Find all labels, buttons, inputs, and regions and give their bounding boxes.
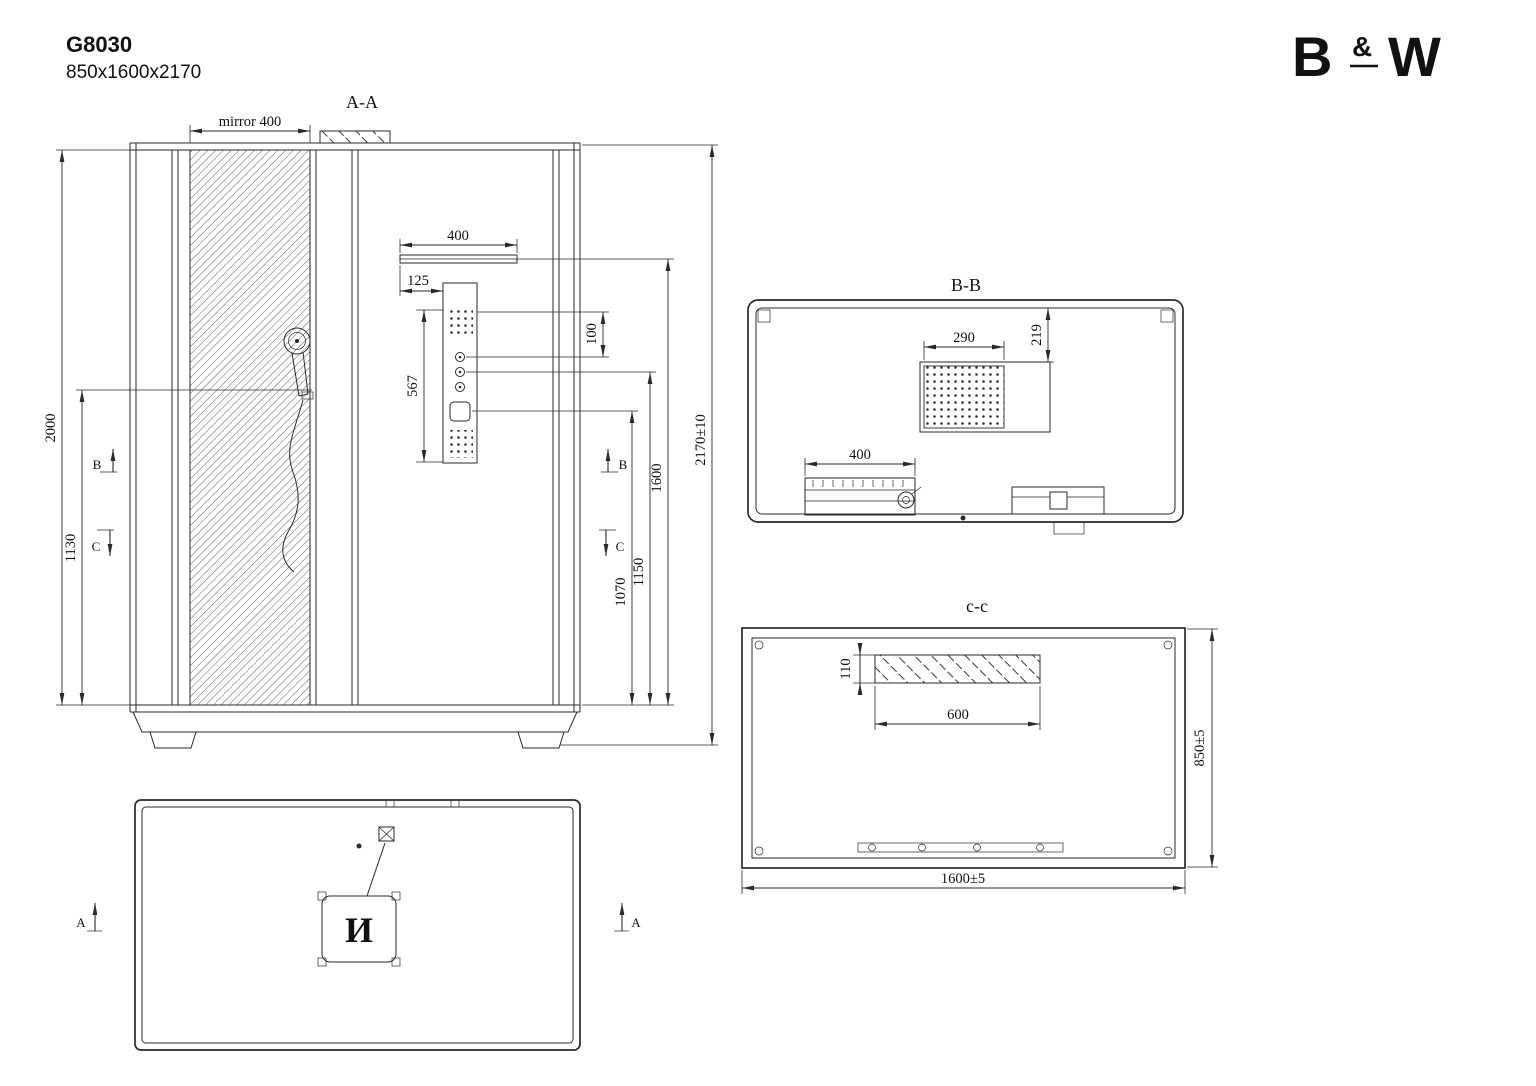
overall-size: 850x1600x2170 xyxy=(66,62,201,83)
dim-1600: 1600 xyxy=(649,464,665,493)
front-section-markers: B C B C xyxy=(92,449,628,556)
section-a-left: A xyxy=(76,915,86,930)
dim-mirror-400: mirror 400 xyxy=(219,114,281,130)
control-knob-3 xyxy=(455,382,465,392)
head-plate xyxy=(919,361,1051,433)
logo-letter-b: B xyxy=(1292,25,1334,88)
bb-structure xyxy=(747,299,1184,535)
cc-dimensions: 110 600 850±5 1600±5 xyxy=(741,628,1218,894)
bb-view-label: B-B xyxy=(951,275,981,295)
front-view-aa: A-A xyxy=(43,92,718,749)
section-a-right: A xyxy=(631,915,641,930)
tray-skirt xyxy=(132,711,578,733)
front-dimensions: mirror 400 400 125 2000 1130 100 567 xyxy=(43,114,718,746)
dim-100: 100 xyxy=(584,323,600,345)
cc-structure xyxy=(741,627,1186,869)
door-roller xyxy=(1053,521,1085,535)
seat xyxy=(804,477,922,516)
hand-shower xyxy=(282,327,314,573)
bb-dimensions: 290 219 400 xyxy=(804,307,1054,476)
cc-view-label: c-c xyxy=(966,596,988,616)
control-knob-1 xyxy=(455,352,465,362)
dim-2000: 2000 xyxy=(43,414,59,443)
control-knob-2 xyxy=(455,367,465,377)
ceiling-mount xyxy=(319,130,391,144)
dim-bb-400: 400 xyxy=(849,447,871,463)
logo-letter-w: W xyxy=(1388,25,1443,88)
right-foot xyxy=(517,731,565,749)
model-number: G8030 xyxy=(66,32,132,57)
mirror-strip xyxy=(874,654,1041,684)
plan-section-markers: A A xyxy=(76,903,641,932)
shower-column xyxy=(442,282,478,464)
brand-logo: B & W xyxy=(1292,25,1443,88)
section-view-cc: c-c 110 600 850±5 xyxy=(741,596,1218,894)
dim-head-400: 400 xyxy=(447,228,469,244)
section-view-bb: B-B xyxy=(747,275,1184,535)
plan-view: И A A xyxy=(76,799,641,1051)
steam-outlet xyxy=(378,826,395,842)
dim-219: 219 xyxy=(1029,324,1045,346)
section-c-right: C xyxy=(616,539,625,554)
shower-hose xyxy=(282,399,304,573)
section-c-left: C xyxy=(92,539,101,554)
dim-2170: 2170±10 xyxy=(693,414,709,465)
hand-shower-holder xyxy=(301,391,314,400)
generator-box: И xyxy=(317,891,401,967)
bb-control-unit xyxy=(1011,486,1105,515)
drain-valve xyxy=(897,491,915,509)
logo-ampersand: & xyxy=(1352,31,1372,62)
base-rail xyxy=(857,842,1064,853)
front-view-label: A-A xyxy=(346,92,378,112)
dim-600: 600 xyxy=(947,707,969,723)
dim-1130: 1130 xyxy=(63,534,79,562)
mirror-panel xyxy=(189,149,311,706)
plan-structure: И xyxy=(134,799,581,1051)
dim-125: 125 xyxy=(407,273,429,289)
jet-grid-top xyxy=(447,307,473,337)
dim-1070: 1070 xyxy=(613,578,629,607)
section-b-right: B xyxy=(619,457,628,472)
left-foot xyxy=(149,731,197,749)
dim-110: 110 xyxy=(838,658,854,679)
jet-grid-bottom xyxy=(447,430,473,458)
dim-850: 850±5 xyxy=(1192,730,1208,767)
dim-1150: 1150 xyxy=(631,558,647,586)
section-b-left: B xyxy=(93,457,102,472)
title-block: G8030 850x1600x2170 xyxy=(66,32,201,83)
dim-290: 290 xyxy=(953,330,975,346)
dim-567: 567 xyxy=(405,375,421,397)
rain-head-jets xyxy=(923,365,1005,429)
control-panel xyxy=(449,401,471,422)
front-cabin-structure xyxy=(129,130,581,749)
dim-1600-5: 1600±5 xyxy=(941,871,985,887)
overhead-shower xyxy=(399,254,518,264)
generator-symbol: И xyxy=(345,910,373,950)
